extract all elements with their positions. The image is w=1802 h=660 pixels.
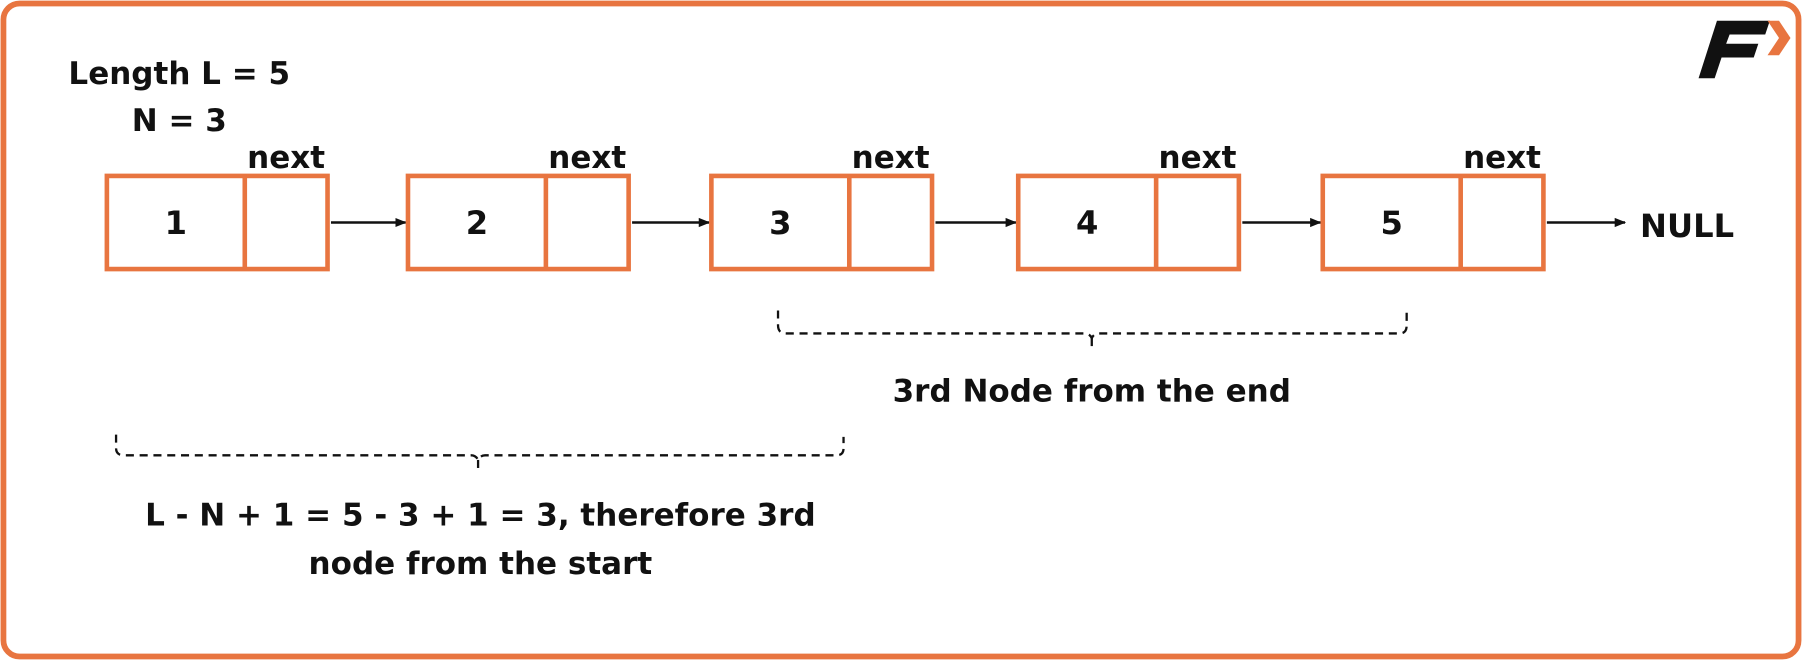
list-node: 2 next	[405, 140, 711, 272]
end-brace-label: 3rd Node from the end	[893, 373, 1291, 409]
next-pointer-label: next	[548, 140, 626, 176]
node-box	[709, 173, 935, 272]
end-brace	[776, 310, 1408, 350]
next-pointer-label: next	[1463, 140, 1541, 176]
list-node: 4 next	[1015, 140, 1322, 272]
list-node: 1 next	[104, 140, 407, 272]
start-brace-label-line2: node from the start	[309, 546, 653, 582]
node-value: 4	[1076, 204, 1098, 242]
node-box	[104, 173, 330, 272]
node-box	[405, 173, 631, 272]
node-value: 2	[466, 204, 488, 242]
node-box	[1015, 173, 1242, 272]
list-node: 3 next	[709, 140, 1018, 272]
node-value: 3	[769, 204, 791, 242]
null-terminal: NULL	[1640, 207, 1734, 245]
brand-f-arrow-logo-icon	[1698, 20, 1791, 79]
next-pointer-label: next	[247, 140, 325, 176]
node-box	[1320, 173, 1546, 272]
n-label: N = 3	[132, 103, 227, 139]
node-value: 5	[1381, 204, 1403, 242]
nodes-layer: 1 next 2 next 3 next 4 next 5 next	[104, 140, 1627, 272]
list-node: 5 next	[1320, 140, 1627, 272]
start-brace	[114, 434, 845, 472]
start-brace-label-line1: L - N + 1 = 5 - 3 + 1 = 3, therefore 3rd	[145, 497, 816, 533]
node-value: 1	[165, 204, 187, 242]
next-pointer-label: next	[1159, 140, 1237, 176]
length-label: Length L = 5	[68, 56, 290, 92]
next-pointer-label: next	[852, 140, 930, 176]
